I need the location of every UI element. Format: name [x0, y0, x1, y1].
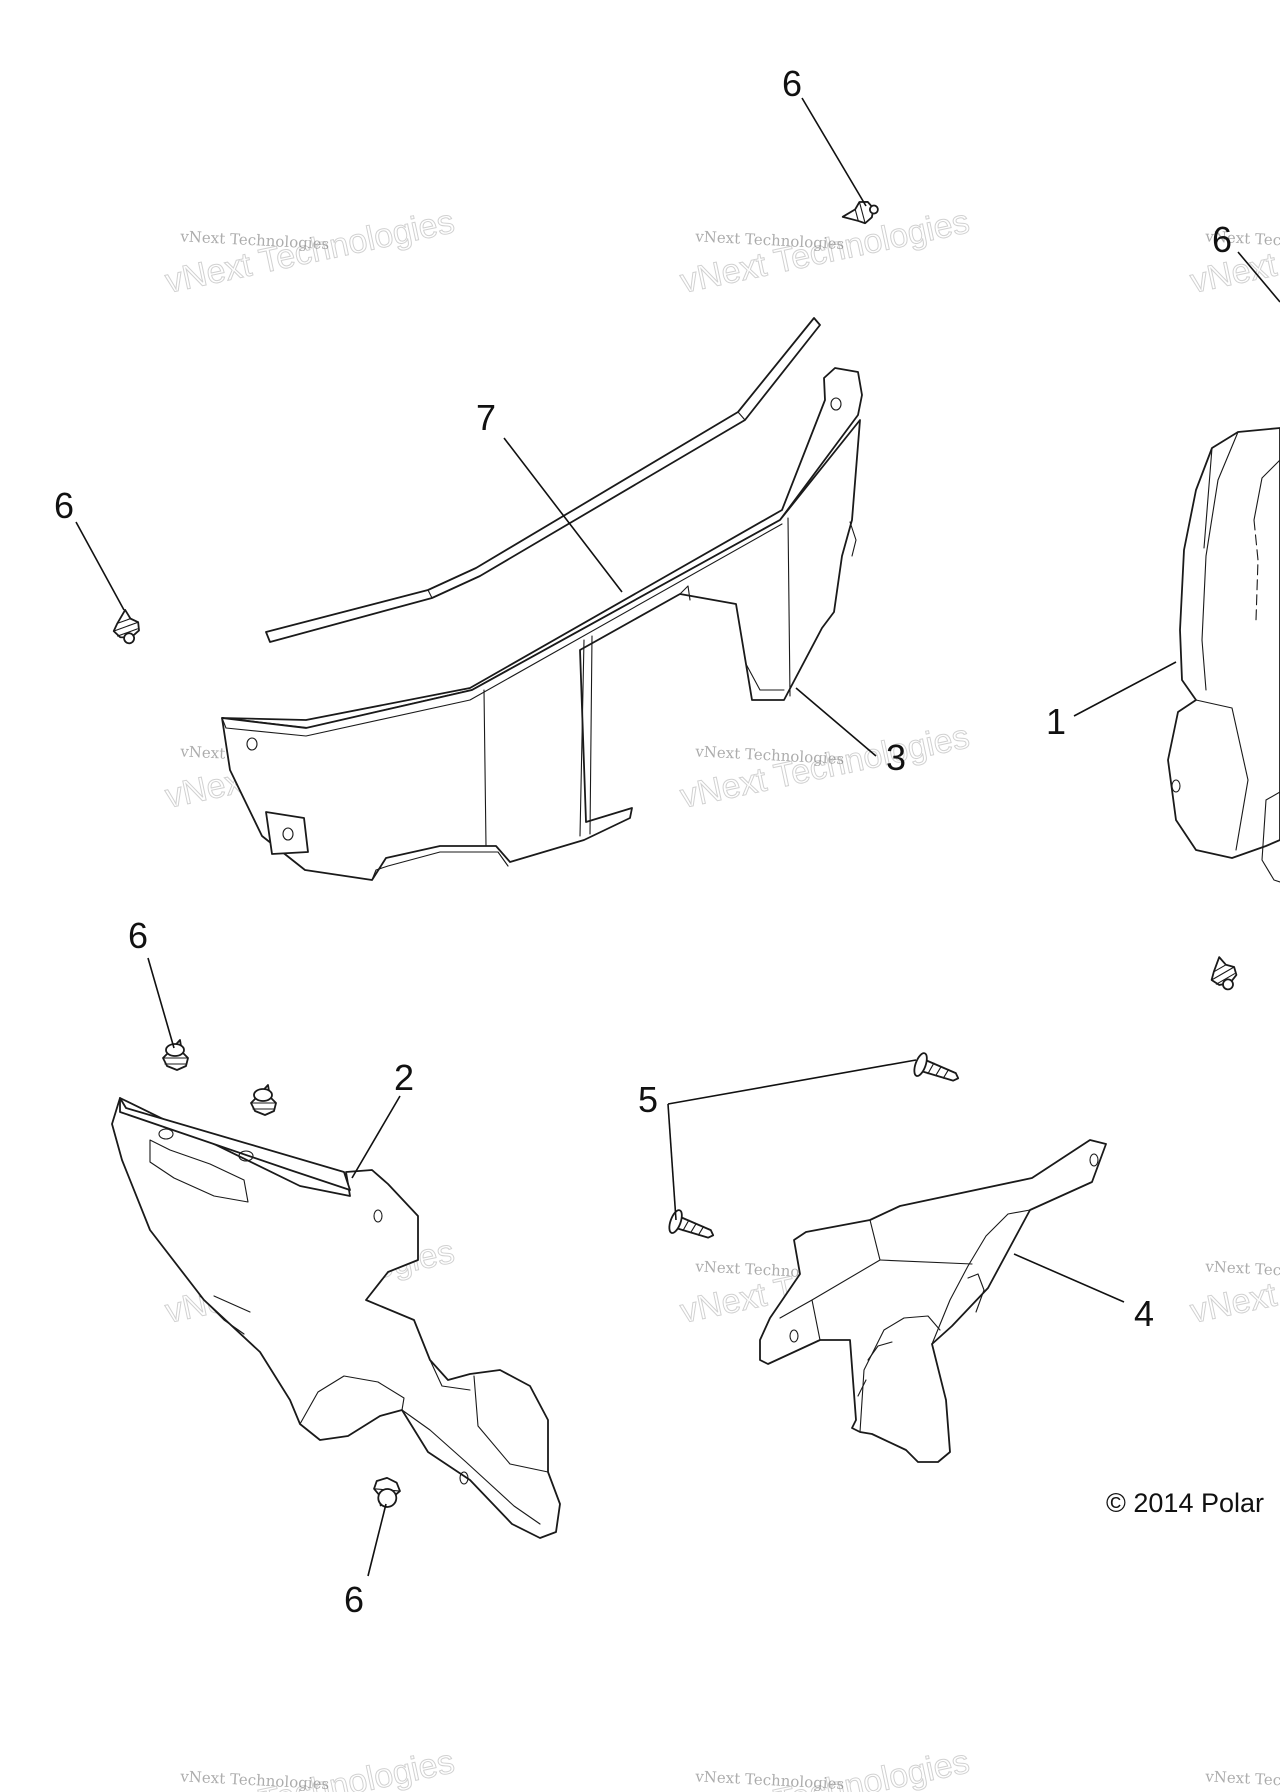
fastener-push-rivet-2b: [250, 1084, 277, 1116]
svg-text:vNext Technologies: vNext Technologies: [1187, 1233, 1280, 1331]
part-7-trim-bar: [265, 317, 821, 643]
copyright-text: © 2014 Polar: [1106, 1488, 1264, 1518]
watermark: vNext Technologies vNext Technologies: [676, 717, 973, 816]
watermark: vNext Technologies vNext Technologies: [161, 1742, 458, 1792]
callouts: 6 6 7 6 1 3 6 2 5 4 6: [54, 63, 1232, 1620]
part-4-duct: [759, 1139, 1107, 1463]
svg-text:vNext Technologies: vNext Technologies: [179, 1767, 330, 1792]
callout-1: 1: [1046, 701, 1066, 742]
fastener-push-rivet-right: [1210, 956, 1238, 991]
callout-5: 5: [638, 1079, 658, 1120]
callout-6-mid-left: 6: [128, 915, 148, 956]
watermark: vNext Technologies vNext Technologies: [1186, 1742, 1280, 1792]
fastener-push-rivet-left: [112, 609, 140, 645]
part-1-side-panel: [1167, 427, 1280, 883]
svg-text:vNext Technologies: vNext Technologies: [1204, 1767, 1280, 1792]
fastener-push-rivet-bottom: [373, 1476, 401, 1508]
leader-lines: [75, 97, 1280, 1577]
svg-text:vNext Technologies: vNext Technologies: [694, 1767, 845, 1792]
part-3-center-panel: [221, 367, 863, 881]
watermarks: vNext Technologies vNext Technologies vN…: [161, 202, 1280, 1792]
watermark: vNext Technologies vNext Technologies: [676, 1742, 973, 1792]
callout-3: 3: [886, 737, 906, 778]
watermark: vNext Technologies vNext Technologies: [676, 202, 973, 301]
callout-6-top: 6: [782, 63, 802, 104]
fastener-push-rivet-2a: [162, 1039, 189, 1071]
callout-6-left: 6: [54, 485, 74, 526]
watermark: vNext Technologies vNext Technologies: [1186, 1232, 1280, 1331]
callout-6-top-right: 6: [1212, 219, 1232, 260]
screw-5b: [668, 1209, 715, 1239]
fastener-push-rivet-top: [841, 200, 879, 225]
callout-2: 2: [394, 1057, 414, 1098]
callout-7: 7: [476, 397, 496, 438]
watermark: vNext Technologies vNext Technologies: [161, 202, 458, 301]
screw-5a: [913, 1052, 960, 1082]
part-2-bracket: [111, 1097, 561, 1539]
callout-6-bottom: 6: [344, 1579, 364, 1620]
callout-4: 4: [1134, 1293, 1154, 1334]
